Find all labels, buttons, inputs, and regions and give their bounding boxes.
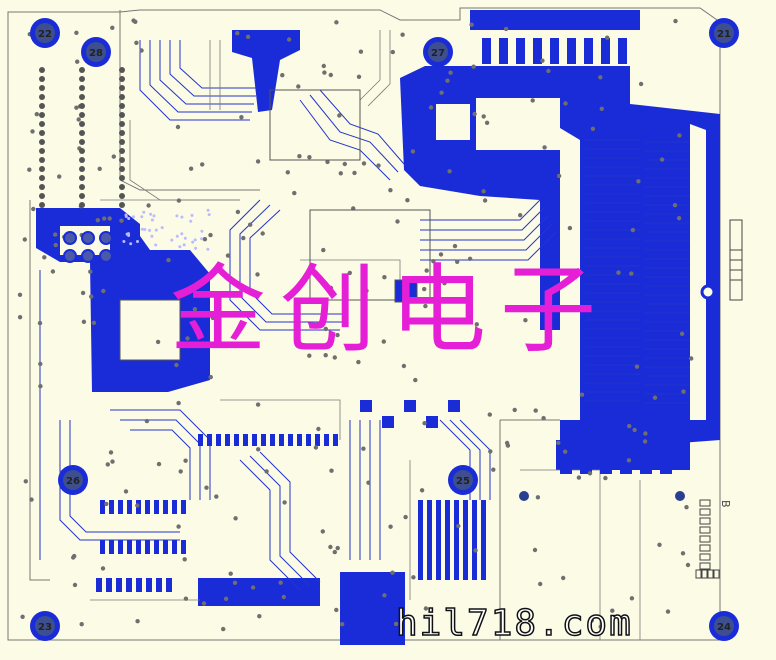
smd-pads	[96, 38, 672, 592]
mounting-hole-22: 22	[30, 18, 60, 48]
mounting-hole-label: 28	[89, 48, 103, 59]
mounting-hole-label: 24	[717, 622, 731, 633]
bus-fanout	[585, 139, 690, 404]
mounting-hole-label: 27	[431, 48, 445, 59]
mounting-hole-26: 26	[58, 465, 88, 495]
mounting-hole-25: 25	[448, 465, 478, 495]
mounting-hole-label: 23	[38, 622, 52, 633]
mounting-holes: 22 28 27 21 26 25 23 24	[30, 18, 739, 641]
silkscreen-marker: B	[719, 500, 732, 508]
header-pins	[39, 67, 125, 263]
mounting-hole-21: 21	[709, 18, 739, 48]
edge-small-pads	[695, 499, 720, 579]
mounting-hole-label: 22	[38, 29, 52, 40]
mounting-hole-28: 28	[81, 37, 111, 67]
mounting-hole-24: 24	[709, 611, 739, 641]
ic-outlines	[119, 89, 431, 361]
mounting-hole-label: 21	[717, 29, 731, 40]
mounting-hole-27: 27	[423, 37, 453, 67]
vias	[17, 18, 716, 632]
mounting-hole-label: 26	[66, 476, 80, 487]
mounting-hole-label: 25	[456, 476, 470, 487]
chinese-watermark: 金创电子	[170, 254, 610, 366]
url-watermark: hil718.com	[395, 603, 633, 644]
secondary-traces	[90, 30, 641, 640]
mounting-hole-23: 23	[30, 611, 60, 641]
edge-connector	[729, 219, 743, 301]
